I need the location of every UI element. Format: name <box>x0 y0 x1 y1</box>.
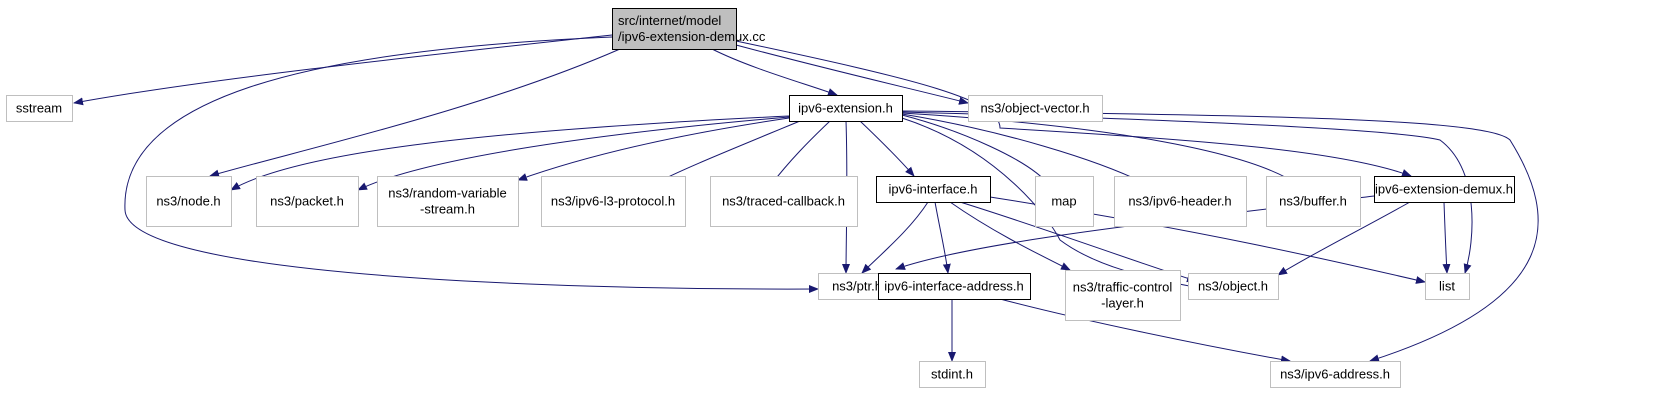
node-label: list <box>1439 279 1455 294</box>
node-root: src/internet/model/ipv6-extension-demux.… <box>612 8 766 50</box>
edge-ipv6ext-to-header <box>901 113 1151 187</box>
node-list: list <box>1425 273 1470 300</box>
edge-ifaddr-to-addr <box>999 298 1291 364</box>
node-label: /ipv6-extension-demux.cc <box>618 29 766 44</box>
node-packet: ns3/packet.h <box>256 176 359 227</box>
node-box <box>1425 273 1470 300</box>
node-label: ns3/traffic-control <box>1073 280 1173 295</box>
edge-ipv6ext-to-addr <box>901 110 1539 363</box>
node-ipv6ext[interactable]: ipv6-extension.h <box>789 95 903 122</box>
node-box <box>1065 270 1181 321</box>
node-object: ns3/object.h <box>1188 273 1279 300</box>
node-label: ns3/ipv6-l3-protocol.h <box>551 194 675 209</box>
edge-root-to-objvector <box>735 44 969 105</box>
node-label: ns3/ipv6-address.h <box>1280 367 1390 382</box>
edge-iface-to-ptr <box>861 201 929 274</box>
edge-demux-to-list <box>1442 201 1451 274</box>
edge-demux-to-object <box>1277 201 1411 276</box>
node-label: map <box>1051 194 1076 209</box>
node-label: ns3/random-variable <box>388 186 507 201</box>
node-traced: ns3/traced-callback.h <box>710 176 858 227</box>
node-label: ns3/object.h <box>1198 279 1268 294</box>
node-l3: ns3/ipv6-l3-protocol.h <box>541 176 686 227</box>
node-box <box>541 176 686 227</box>
edge-root-to-ipv6ext <box>711 48 838 96</box>
node-label: ipv6-interface.h <box>889 182 978 197</box>
node-box <box>1266 176 1361 227</box>
node-box <box>256 176 359 227</box>
node-box <box>1035 176 1094 227</box>
edge-iface-to-ifaddr <box>934 201 951 274</box>
node-box <box>1114 176 1247 227</box>
node-objvector: ns3/object-vector.h <box>968 95 1103 122</box>
node-box <box>968 95 1103 122</box>
node-map: map <box>1035 176 1094 227</box>
node-tcl: ns3/traffic-control-layer.h <box>1065 270 1181 321</box>
node-box <box>1188 273 1279 300</box>
node-box <box>146 176 232 227</box>
node-label: stdint.h <box>931 367 973 382</box>
node-demux[interactable]: ipv6-extension-demux.h <box>1374 176 1515 203</box>
node-box <box>1374 176 1515 203</box>
node-node: ns3/node.h <box>146 176 232 227</box>
node-header: ns3/ipv6-header.h <box>1114 176 1247 227</box>
node-box <box>377 176 519 227</box>
node-label: ns3/ipv6-header.h <box>1128 194 1231 209</box>
node-box <box>6 95 73 122</box>
node-stdint: stdint.h <box>919 361 986 388</box>
node-label: ns3/object-vector.h <box>980 101 1089 116</box>
node-random: ns3/random-variable-stream.h <box>377 176 519 227</box>
node-label: ipv6-extension-demux.h <box>1375 182 1513 197</box>
node-box <box>919 361 986 388</box>
node-box <box>1270 361 1401 388</box>
edge-ipv6ext-to-node <box>230 115 790 191</box>
dependency-nodes: src/internet/model/ipv6-extension-demux.… <box>6 8 1515 388</box>
node-label: ns3/traced-callback.h <box>722 194 845 209</box>
node-label: ipv6-extension.h <box>798 101 893 116</box>
node-box <box>876 176 991 203</box>
edge-ipv6ext-to-random <box>517 117 790 181</box>
node-box <box>878 273 1031 300</box>
node-box <box>612 8 737 50</box>
node-label: ipv6-interface-address.h <box>884 279 1023 294</box>
node-buffer: ns3/buffer.h <box>1266 176 1361 227</box>
node-box <box>789 95 903 122</box>
edge-root-to-demux <box>735 40 1412 177</box>
node-label: ns3/buffer.h <box>1279 194 1347 209</box>
node-label: -stream.h <box>420 202 475 217</box>
node-label: src/internet/model <box>618 13 721 28</box>
edge-root-to-sstream <box>73 34 613 106</box>
node-iface[interactable]: ipv6-interface.h <box>876 176 991 203</box>
node-ifaddr[interactable]: ipv6-interface-address.h <box>878 273 1031 300</box>
node-label: sstream <box>16 101 62 116</box>
node-label: ns3/node.h <box>156 194 220 209</box>
node-sstream: sstream <box>6 95 73 122</box>
node-label: ns3/ptr.h <box>832 279 882 294</box>
node-label: -layer.h <box>1101 296 1144 311</box>
edge-root-to-node <box>209 48 621 178</box>
edge-iface-to-tcl <box>949 201 1071 271</box>
edge-root-to-ptr <box>124 36 819 294</box>
node-label: ns3/packet.h <box>270 194 344 209</box>
edge-ipv6ext-to-iface <box>859 120 915 177</box>
node-box <box>710 176 858 227</box>
node-addr: ns3/ipv6-address.h <box>1270 361 1401 388</box>
